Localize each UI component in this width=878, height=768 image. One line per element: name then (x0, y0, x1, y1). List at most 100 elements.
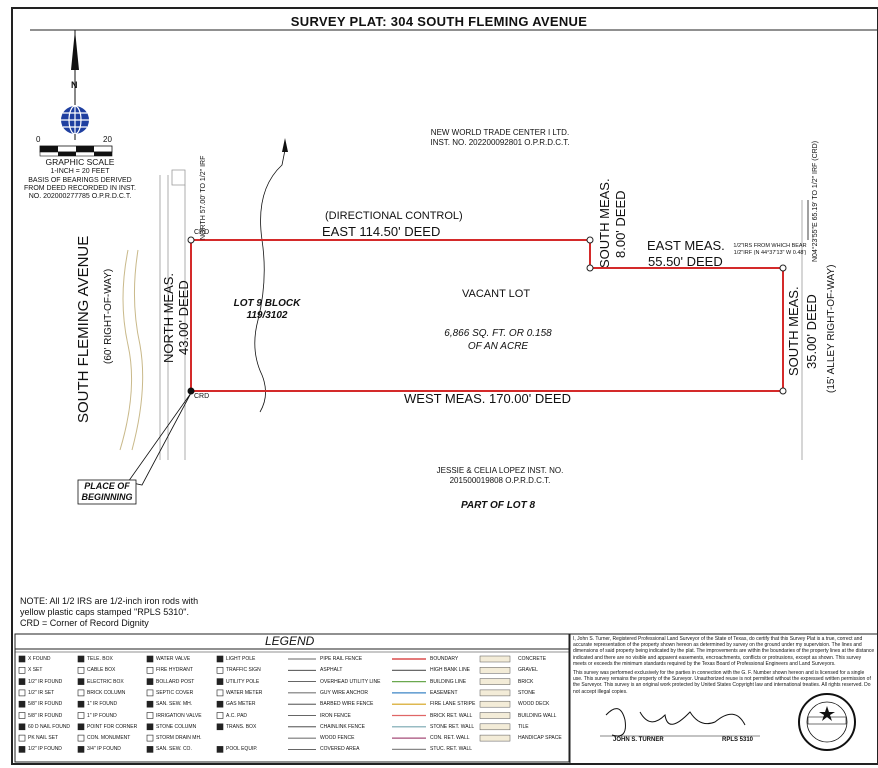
crd-label-bottom: CRD (194, 393, 210, 400)
vacant-lot-label: VACANT LOT (462, 288, 531, 300)
legend-entry: STONE COLUMN (156, 723, 197, 730)
legend-entry: 1/2" IR SET (28, 689, 55, 696)
legend-symbol (77, 723, 85, 731)
scale-zero: 0 (36, 135, 41, 144)
legend-entry: A.C. PAD (226, 712, 248, 719)
surveyor-rpls: RPLS 5310 (722, 737, 754, 743)
roadway-lines (119, 169, 186, 460)
legend-symbol (216, 746, 224, 753)
legend-symbol (479, 678, 511, 685)
legend-entry: HANDICAP SPACE (518, 735, 562, 742)
legend-symbol (18, 734, 26, 742)
pob-callout-box (77, 479, 137, 505)
legend-entry: BRICK (518, 678, 534, 685)
legend-symbol (479, 723, 511, 731)
directional-control-label: (DIRECTIONAL CONTROL) (325, 210, 463, 222)
legend-entry: ASPHALT (320, 667, 343, 674)
north-adjoiner: NEW WORLD TRADE CENTER I LTD. INST. NO. … (430, 128, 570, 147)
alley-tie-call: N04°23'55"E 65.19' TO 1/2" IRF (CRD) (812, 140, 819, 262)
legend-entry: GUY WIRE ANCHOR (320, 689, 368, 696)
legend-entry: TILE (518, 723, 529, 730)
note-line-2: yellow plastic caps stamped "RPLS 5310". (20, 607, 189, 617)
legend-symbol (146, 678, 154, 685)
top-call: EAST 114.50' DEED (322, 224, 441, 239)
certification-paragraph-1: I, John S. Turner, Registered Profession… (573, 636, 875, 667)
legend-entry: STONE (518, 689, 536, 696)
legend-frame (14, 633, 570, 763)
legend-entry: STONE RET. WALL (430, 723, 475, 730)
legend-symbol (216, 712, 224, 719)
surveyor-name: JOHN S. TURNER (613, 737, 664, 743)
legend-entry: HIGH BANK LINE (430, 667, 471, 674)
legend-entry: TELE. BOX (87, 656, 113, 662)
legend-symbol (216, 700, 224, 708)
surveyor-signature (605, 708, 746, 737)
legend-entry: UTILITY POLE (226, 678, 260, 685)
legend-symbol (77, 712, 85, 719)
west-side-call: NORTH MEAS. (161, 272, 176, 363)
legend-symbol (77, 689, 85, 697)
legend-entry: FIRE LANE STRIPE (430, 701, 476, 708)
legend-entry: X SET (28, 667, 43, 674)
legend-entry: 1/2" IR FOUND (28, 678, 63, 685)
north-tie-call: NORTH 57.00' TO 1/2" IRF (200, 155, 207, 240)
legend-symbol (216, 678, 224, 685)
legend-entry: FIRE HYDRANT (156, 667, 193, 674)
legend-entry: STORM DRAIN MH. (156, 735, 202, 742)
legend-entry: BUILDING LINE (430, 678, 467, 685)
page-title: SURVEY PLAT: 304 SOUTH FLEMING AVENUE (290, 14, 588, 29)
legend-symbol (216, 723, 224, 731)
crd-label-top: CRD (194, 229, 210, 236)
legend-symbol (77, 700, 85, 708)
legend-symbol (18, 655, 26, 663)
scale-title: GRAPHIC SCALE (45, 157, 115, 167)
legend-entry: CHAINLINK FENCE (320, 723, 366, 730)
north-label: N (71, 80, 78, 90)
bottom-call: WEST MEAS. 170.00' DEED (404, 391, 571, 406)
legend-entry: SAN. SEW. CO. (156, 746, 192, 753)
certification-frame (569, 633, 878, 765)
legend-symbol (146, 655, 154, 663)
legend-entry: BRICK RET. WALL (430, 712, 473, 719)
legend-symbol (77, 734, 85, 742)
south-adjoiner: JESSIE & CELIA LOPEZ INST. NO. 201500019… (436, 466, 564, 485)
east-meas-label: EAST MEAS. (647, 238, 725, 253)
area-label: 6,866 SQ. FT. OR 0.158 OF AN ACRE (444, 328, 552, 352)
legend-symbol (216, 689, 224, 697)
legend-symbol (479, 712, 511, 719)
street-row: (60' RIGHT-OF-WAY) (103, 268, 114, 364)
legend-symbol (18, 746, 26, 753)
lot8-label: PART OF LOT 8 (460, 500, 536, 511)
legend-symbol (146, 700, 154, 708)
alley-label: (15' ALLEY RIGHT-OF-WAY) (826, 264, 837, 393)
surveyor-seal-icon (798, 693, 856, 751)
east-side-value: 35.00' DEED (804, 294, 819, 369)
legend-symbol (479, 655, 511, 663)
certification-paragraph-2: This survey was performed exclusively fo… (573, 670, 871, 695)
legend-entry: POOL EQUIP. (226, 746, 258, 753)
legend-entry: PK NAIL SET (28, 735, 59, 742)
legend-entry: TRAFFIC SIGN (226, 667, 261, 674)
legend-symbol (77, 746, 85, 753)
legend-symbol (146, 712, 154, 719)
scale-ratio: 1-INCH = 20 FEET (50, 168, 110, 175)
legend-symbol (18, 723, 26, 731)
legend-entry: WOOD DECK (518, 701, 550, 708)
legend-symbols (18, 655, 511, 753)
legend-symbol (146, 666, 154, 674)
crd-corner-top (187, 236, 195, 244)
legend-entry: SAN. SEW. MH. (156, 701, 193, 708)
legend-entry: 5/8" IR FOUND (28, 712, 63, 719)
lot-division-line (254, 149, 286, 413)
legend-entry: CON. RET. WALL (430, 735, 470, 742)
legend-entry: STUC. RET. WALL (430, 746, 473, 753)
west-side-value: 43.00' DEED (176, 280, 191, 355)
plat-note: NOTE: All 1/2 IRS are 1/2-inch iron rods… (20, 596, 260, 629)
legend-entry: IRRIGATION VALVE (156, 712, 202, 719)
legend-symbol (18, 700, 26, 708)
legend-symbol (77, 678, 85, 685)
jog-value: 8.00' DEED (613, 190, 628, 258)
legend-symbol (479, 734, 511, 742)
pob-leader (127, 392, 192, 486)
